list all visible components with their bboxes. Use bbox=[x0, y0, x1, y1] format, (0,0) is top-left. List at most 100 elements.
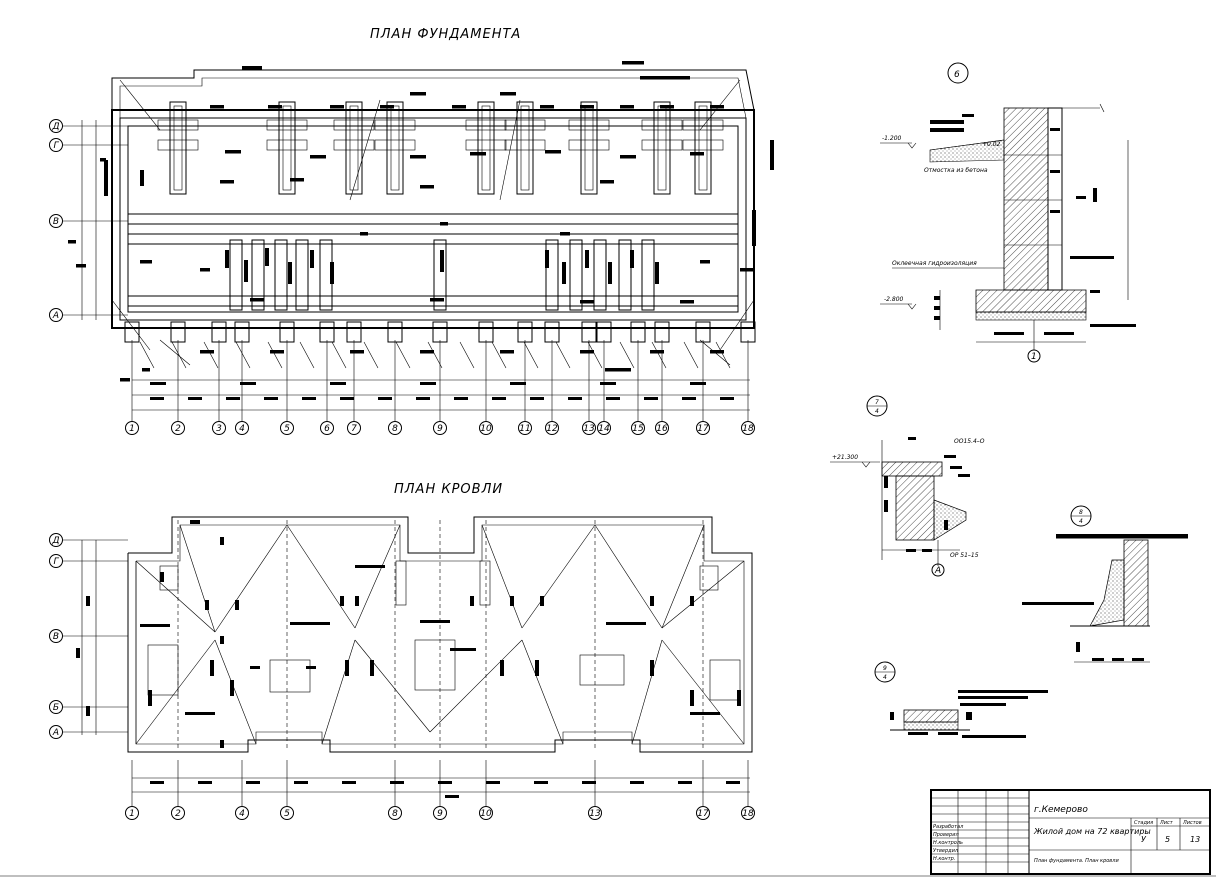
dimension-label-block bbox=[330, 262, 334, 284]
dimension-label-block bbox=[440, 250, 444, 272]
footing-pad bbox=[544, 321, 560, 343]
dimension-label-block bbox=[534, 781, 548, 784]
dimension-label-block bbox=[150, 781, 164, 784]
dimension-label-block bbox=[690, 690, 694, 706]
dimension-label-block bbox=[86, 596, 90, 606]
dimension-label-block bbox=[622, 61, 644, 65]
leader-line bbox=[427, 341, 443, 369]
fp-col-axis-13-circle bbox=[597, 421, 611, 435]
fp-col-axis-4-label: 5 bbox=[284, 424, 290, 434]
rp-col-axis-3-label: 5 bbox=[284, 809, 290, 819]
dimension-label-block bbox=[205, 600, 209, 610]
foundation-pad-inner bbox=[173, 105, 183, 191]
dimension-label-block bbox=[630, 250, 634, 268]
node-7-label-top: ОО15.4–О bbox=[954, 438, 985, 445]
dimension-label-block bbox=[220, 537, 224, 545]
dimension-label-block bbox=[150, 382, 166, 385]
footing-pad bbox=[387, 321, 403, 343]
roof-plan-title: ПЛАН КРОВЛИ bbox=[394, 482, 503, 497]
rp-row-axis-0-label: Д bbox=[51, 536, 59, 546]
stair-wall bbox=[593, 239, 607, 311]
dimension-label-block bbox=[1090, 324, 1136, 327]
dimension-label-block bbox=[454, 397, 468, 400]
dimension-label-block bbox=[655, 262, 659, 284]
fp-col-axis-4-circle bbox=[280, 421, 294, 435]
dimension-label-block bbox=[545, 250, 549, 268]
dimension-label-block bbox=[288, 262, 292, 284]
fp-col-axis-15-label: 16 bbox=[656, 424, 668, 434]
fp-col-axis-0-label: 1 bbox=[129, 424, 135, 434]
note-insulation: Оклеечная гидроизоляция bbox=[892, 260, 977, 267]
footing-pad bbox=[346, 321, 362, 343]
tb-sheet-name: План фундамента. План кровли bbox=[1034, 858, 1119, 864]
detail-node-8: 8 4 bbox=[1022, 505, 1188, 663]
dimension-label-block bbox=[752, 210, 756, 246]
dimension-label-block bbox=[470, 596, 474, 606]
dimension-label-block bbox=[470, 152, 486, 156]
leader-line bbox=[395, 341, 411, 369]
fp-col-axis-3-circle bbox=[235, 421, 249, 435]
dimension-label-block bbox=[445, 795, 459, 798]
dimension-label-block bbox=[188, 397, 202, 400]
detail-node-9: 9 4 bbox=[874, 661, 1048, 738]
dimension-label-block bbox=[86, 706, 90, 716]
dimension-label-block bbox=[416, 397, 430, 400]
dimension-label-block bbox=[330, 382, 346, 385]
node-8-den: 4 bbox=[1079, 518, 1083, 525]
dimension-label-block bbox=[225, 250, 229, 268]
section-6-axis: 1 bbox=[1031, 352, 1037, 362]
roof-slope-line bbox=[321, 639, 356, 745]
foundation-beam bbox=[333, 119, 375, 131]
dimension-label-block bbox=[250, 666, 260, 669]
dimension-label-block bbox=[510, 382, 526, 385]
dimension-label-block bbox=[200, 350, 214, 354]
node-7-num: 7 bbox=[875, 399, 879, 406]
dimension-label-block bbox=[150, 397, 164, 400]
dimension-label-block bbox=[740, 268, 754, 272]
footing-pad bbox=[279, 321, 295, 343]
dimension-label-block bbox=[246, 781, 260, 784]
dimension-label-block bbox=[1092, 658, 1104, 661]
dimension-label-block bbox=[185, 712, 215, 715]
dimension-label-block bbox=[190, 520, 200, 524]
tb-role-1: Проверил bbox=[933, 832, 959, 838]
fp-col-axis-5-circle bbox=[320, 421, 334, 435]
node-7-den: 4 bbox=[875, 408, 879, 415]
level-top: -1.200 bbox=[882, 135, 902, 142]
dimension-label-block bbox=[720, 397, 734, 400]
tb-stage: У bbox=[1141, 835, 1147, 844]
roof-opening bbox=[709, 659, 741, 701]
fp-row-axis-1-circle bbox=[49, 138, 63, 152]
dimension-label-block bbox=[76, 264, 86, 268]
rp-col-axis-3-circle bbox=[280, 806, 294, 820]
foundation-pad-inner bbox=[698, 105, 708, 191]
leader-line bbox=[139, 341, 155, 369]
dimension-label-block bbox=[958, 474, 970, 477]
fp-col-axis-8-label: 9 bbox=[437, 424, 443, 434]
leader-line bbox=[651, 341, 667, 369]
fp-col-axis-3-label: 4 bbox=[239, 424, 245, 434]
foundation-pad bbox=[477, 101, 495, 195]
stair-wall bbox=[295, 239, 309, 311]
dimension-label-block bbox=[608, 262, 612, 284]
roof-opening bbox=[395, 560, 407, 606]
foundation-pad bbox=[694, 101, 712, 195]
dimension-label-block bbox=[560, 232, 570, 236]
dimension-label-block bbox=[210, 105, 224, 109]
foundation-beam bbox=[682, 119, 724, 131]
dimension-label-block bbox=[142, 368, 150, 372]
foundation-pad bbox=[345, 101, 363, 195]
dimension-label-block bbox=[450, 648, 476, 651]
fp-row-axis-2-label: В bbox=[53, 217, 59, 227]
dimension-label-block bbox=[545, 150, 561, 154]
dimension-label-block bbox=[737, 690, 741, 706]
dimension-label-block bbox=[580, 105, 594, 109]
foundation-pad bbox=[580, 101, 598, 195]
footing-pad bbox=[740, 321, 756, 343]
fp-row-axis-3-label: А bbox=[52, 311, 59, 321]
fp-col-axis-14-circle bbox=[631, 421, 645, 435]
dimension-label-block bbox=[340, 596, 344, 606]
foundation-beam bbox=[504, 139, 546, 151]
footing-pad bbox=[170, 321, 186, 343]
